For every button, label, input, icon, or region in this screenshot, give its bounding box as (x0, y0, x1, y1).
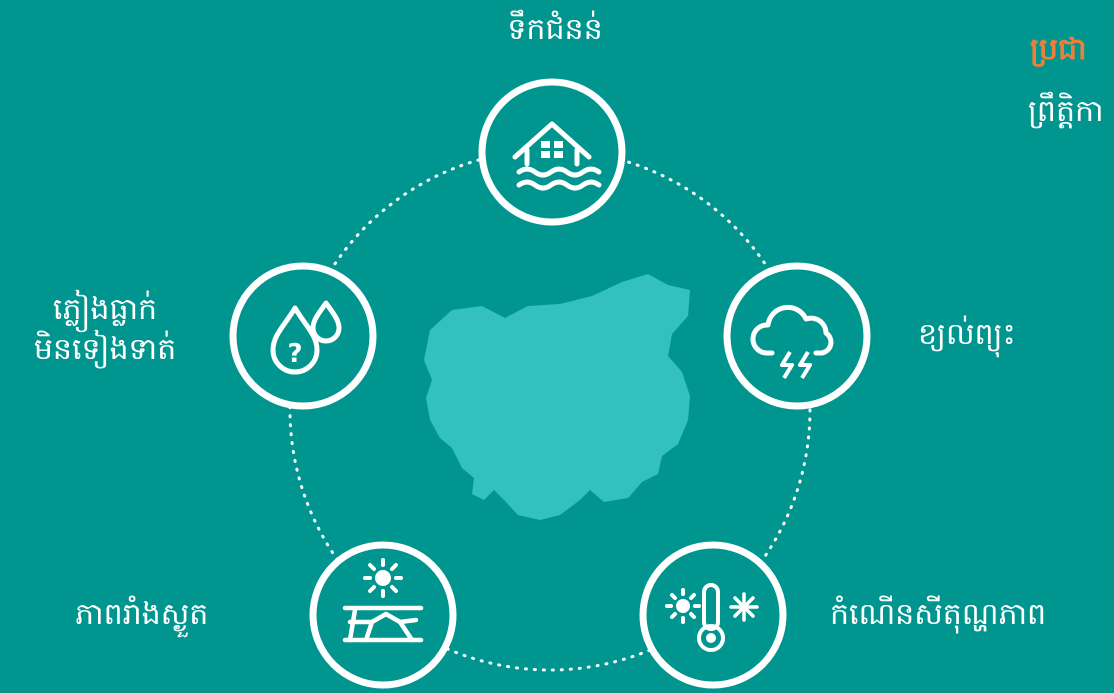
snowflake-icon (729, 592, 759, 622)
house-window-icon (541, 141, 563, 158)
heat-label: កំណើនសីតុណ្ហភាព (830, 597, 1047, 632)
flood-node (478, 78, 626, 226)
rain-circle (229, 262, 377, 410)
storm-label: ខ្យល់ព្យុះ (918, 317, 1016, 352)
side-panel-heading: ប្រជា (1030, 32, 1087, 67)
irregular-rain-label-line1: ភ្លៀងធ្លាក់ (52, 292, 158, 327)
heat-node (639, 541, 787, 689)
storm-circle (723, 262, 871, 410)
irregular-rain-label: ភ្លៀងធ្លាក់ មិនទៀងទាត់ (0, 290, 210, 370)
irregular-rain-label-line2: មិនទៀងទាត់ (33, 332, 177, 367)
flooded-house-icon (512, 121, 602, 191)
cracked-ground-icon (342, 605, 424, 643)
sun-icon (363, 558, 403, 598)
storm-cloud-icon (750, 304, 834, 356)
irregular-rain-icon (270, 300, 342, 375)
flood-label: ទឹកជំនន់ (507, 12, 603, 47)
drought-node (309, 541, 457, 689)
cambodia-map (424, 274, 690, 520)
rain-node: ? (229, 262, 377, 410)
heat-circle (639, 541, 787, 689)
question-mark-icon: ? (287, 339, 302, 369)
sun-icon (665, 588, 701, 624)
lightning-bolt-icon (780, 350, 794, 380)
temperature-icon (697, 583, 725, 652)
drought-label: ភាពរាំងស្ងួត (75, 597, 209, 632)
storm-node (723, 262, 871, 410)
flood-circle (478, 78, 626, 226)
side-panel-subtext: ព្រឹត្តិកា (1028, 94, 1104, 129)
lightning-bolt-icon (798, 350, 812, 380)
